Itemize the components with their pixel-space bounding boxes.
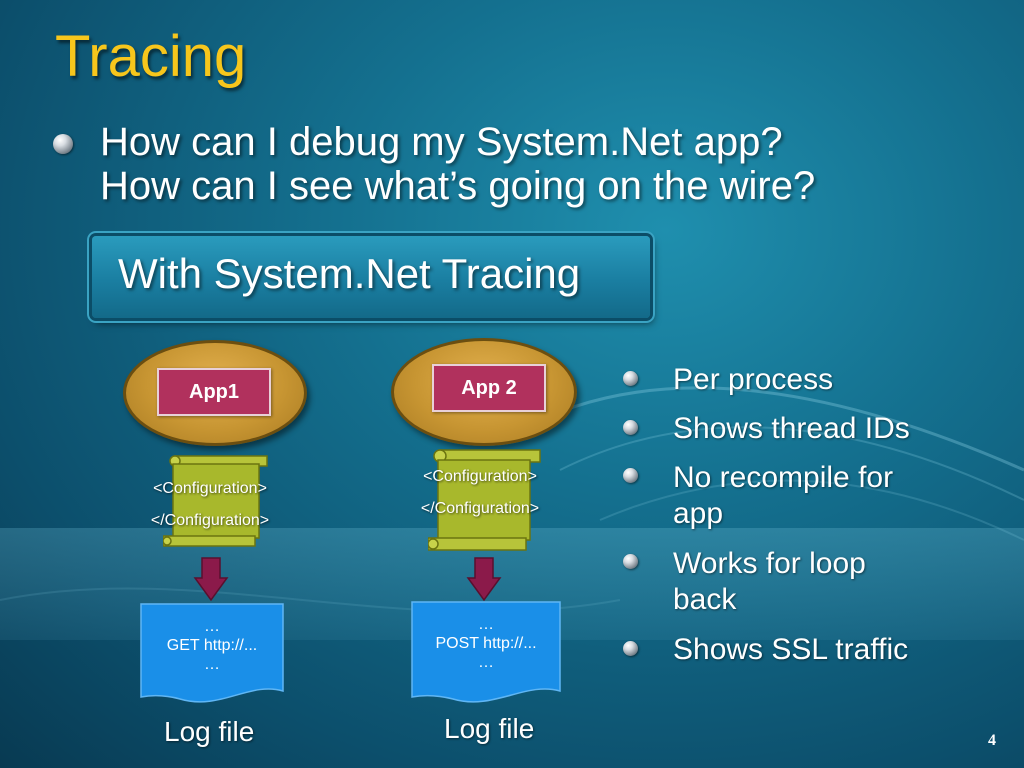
feature-item-4: Works for loop back	[673, 547, 866, 616]
main-question: How can I debug my System.Net app? How c…	[100, 120, 815, 208]
scroll-icon	[428, 449, 541, 551]
feature-item-1: Per process	[673, 363, 834, 396]
app2-label: App 2	[432, 364, 546, 412]
feature-item-5: Shows SSL traffic	[673, 633, 909, 666]
app1-log-document-icon	[140, 603, 284, 703]
bullet-sphere-icon	[623, 641, 638, 656]
app2-log-line-2: POST http://...	[435, 635, 537, 652]
feature-item-2: Shows thread IDs	[673, 412, 910, 445]
bullet-sphere-icon	[623, 554, 638, 569]
callout-box	[92, 236, 650, 318]
callout-text: With System.Net Tracing	[118, 250, 581, 297]
question-line-1: How can I debug my System.Net app?	[100, 120, 783, 164]
app2-log-document-icon	[411, 601, 561, 703]
app1-config-open: <Configuration>	[153, 480, 267, 497]
app1-log-label: Log file	[164, 716, 255, 747]
app2-config-close: </Configuration>	[420, 500, 540, 517]
app1-label: App1	[157, 368, 271, 416]
bullet-sphere-icon	[623, 371, 638, 386]
slide-title: Tracing	[55, 24, 247, 89]
app2-log-label: Log file	[444, 713, 535, 744]
page-number: 4	[988, 732, 996, 749]
app1-log-line-2: GET http://...	[166, 637, 258, 654]
scroll-icon	[163, 455, 268, 547]
app1-log-line-3: …	[204, 656, 220, 673]
app1-log-line-1: …	[204, 618, 220, 635]
bullet-sphere-icon	[623, 420, 638, 435]
question-line-2: How can I see what’s going on the wire?	[100, 164, 816, 208]
down-arrow-icon	[466, 557, 502, 602]
app2-log-line-1: …	[478, 616, 494, 633]
app1-config-close: </Configuration>	[150, 512, 270, 529]
app2-config-open: <Configuration>	[423, 468, 537, 485]
bullet-sphere-icon	[623, 468, 638, 483]
down-arrow-icon	[193, 557, 229, 602]
feature-item-3: No recompile for app	[673, 461, 894, 530]
app2-log-line-3: …	[478, 654, 494, 671]
app2-log-content: … POST http://... …	[411, 615, 561, 672]
bullet-sphere-icon	[53, 134, 73, 154]
app1-log-content: … GET http://... …	[140, 617, 284, 674]
